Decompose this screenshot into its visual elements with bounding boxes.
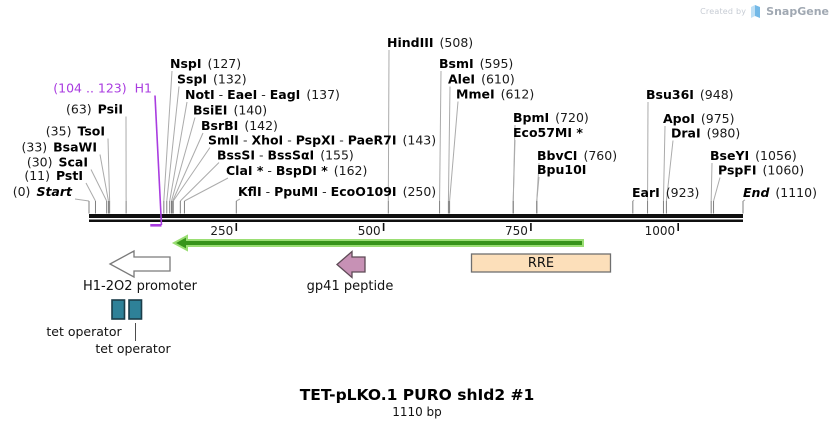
site-callout-line	[387, 49, 390, 202]
map-title: TET-pLKO.1 PURO shId2 #1	[299, 386, 535, 404]
site-label: BpmI(720)	[513, 110, 589, 125]
ruler-tick-label: 250	[210, 224, 233, 238]
site-label: (0)Start	[13, 184, 73, 199]
site-label: Bsu36I(948)	[646, 87, 734, 102]
site-label: NspI(127)	[170, 56, 241, 71]
site-callout-line	[447, 86, 451, 202]
map-baseline-bottom	[89, 219, 743, 222]
site-callout-line	[179, 162, 220, 202]
ruler-tick-label: 500	[358, 224, 381, 238]
h1-promoter-label: H1-2O2 promoter	[83, 279, 198, 294]
site-label: (63)PsiI	[66, 102, 123, 117]
site-label: ClaI * - BspDI *(162)	[226, 163, 367, 178]
site-callout-line	[172, 147, 211, 202]
site-label: MmeI(612)	[456, 87, 534, 102]
snapgene-logo-icon	[751, 5, 761, 18]
site-callout-line	[632, 199, 635, 202]
site-label: (30)ScaI	[27, 155, 88, 170]
watermark-created-by: Created by	[700, 6, 747, 16]
tet-operator-box-1	[111, 299, 126, 320]
site-label: BbvCI(760)	[537, 148, 617, 163]
tet-operator-label-2: tet operator	[95, 341, 171, 356]
site-label: BssSI - BssSαI(155)	[217, 148, 354, 163]
site-callout-line	[85, 182, 96, 202]
site-label: EarI(923)	[632, 185, 699, 200]
site-label: HindIII(508)	[387, 35, 473, 50]
site-callout-line	[439, 70, 442, 202]
site-callout-line	[662, 125, 666, 202]
site-callout-line	[184, 177, 229, 202]
site-label: BsrBI(142)	[201, 118, 278, 133]
site-label: End(1110)	[743, 185, 817, 200]
site-label: NotI - EaeI - EagI(137)	[185, 87, 340, 102]
ruler-tick-label: 750	[505, 224, 528, 238]
gp41-peptide-arrow	[336, 250, 366, 279]
site-label: KflI - PpuMI - EcoO109I(250)	[238, 184, 436, 199]
site-callout-line	[512, 139, 516, 202]
rre-label: RRE	[528, 256, 554, 271]
site-label: BsiEI(140)	[193, 103, 267, 118]
h1-region-callout-line	[154, 95, 163, 226]
site-callout-line	[713, 177, 721, 202]
h1-promoter-arrow	[108, 249, 171, 279]
site-callout-line	[99, 154, 109, 202]
h1-region-bar	[150, 224, 162, 227]
site-label: (35)TsoI	[46, 124, 105, 139]
site-callout-line	[236, 198, 241, 202]
site-label: Bpu10I	[537, 162, 586, 177]
ruler-tick-label: 1000	[645, 224, 676, 238]
site-callout-line	[449, 101, 459, 202]
gp41-peptide-label: gp41 peptide	[307, 279, 394, 294]
site-callout-line	[166, 86, 180, 202]
site-label: (33)BsaWI	[21, 140, 97, 155]
site-label: BsmI(595)	[439, 56, 513, 71]
site-callout-line	[172, 132, 204, 202]
site-callout-line	[710, 162, 713, 202]
site-callout-line	[90, 169, 108, 202]
tet-operator-label-1: tet operator	[46, 324, 122, 339]
site-callout-line	[536, 176, 540, 202]
site-callout-line	[107, 138, 111, 202]
title-block: TET-pLKO.1 PURO shId2 #1 1110 bp	[0, 386, 834, 420]
map-baseline-top	[89, 214, 743, 218]
antisense-strand-arrow	[171, 234, 584, 252]
site-label: SmlI - XhoI - PspXI - PaeR7I(143)	[208, 133, 436, 148]
site-callout-line	[163, 70, 173, 202]
h1-region-label: (104 .. 123)H1	[53, 81, 152, 96]
map-length: 1110 bp	[392, 405, 442, 419]
site-label: PspFI(1060)	[718, 163, 804, 178]
site-callout-line	[171, 117, 196, 202]
site-label: SspI(132)	[177, 72, 247, 87]
site-callout-line	[169, 101, 188, 202]
site-label: Eco57MI *	[513, 125, 583, 140]
site-label: (11)PstI	[24, 168, 83, 183]
rre-box	[470, 253, 612, 273]
site-label: BseYI(1056)	[710, 148, 797, 163]
tet-operator-box-2	[128, 299, 143, 320]
site-callout-line	[742, 199, 746, 202]
site-label: AleI(610)	[448, 72, 515, 87]
snapgene-watermark: Created by SnapGene	[700, 4, 829, 18]
site-callout-line	[74, 198, 90, 202]
site-callout-line	[665, 140, 674, 202]
watermark-brand: SnapGene	[766, 4, 829, 18]
site-label: DraI(980)	[671, 126, 740, 141]
site-label: ApoI(975)	[663, 111, 735, 126]
